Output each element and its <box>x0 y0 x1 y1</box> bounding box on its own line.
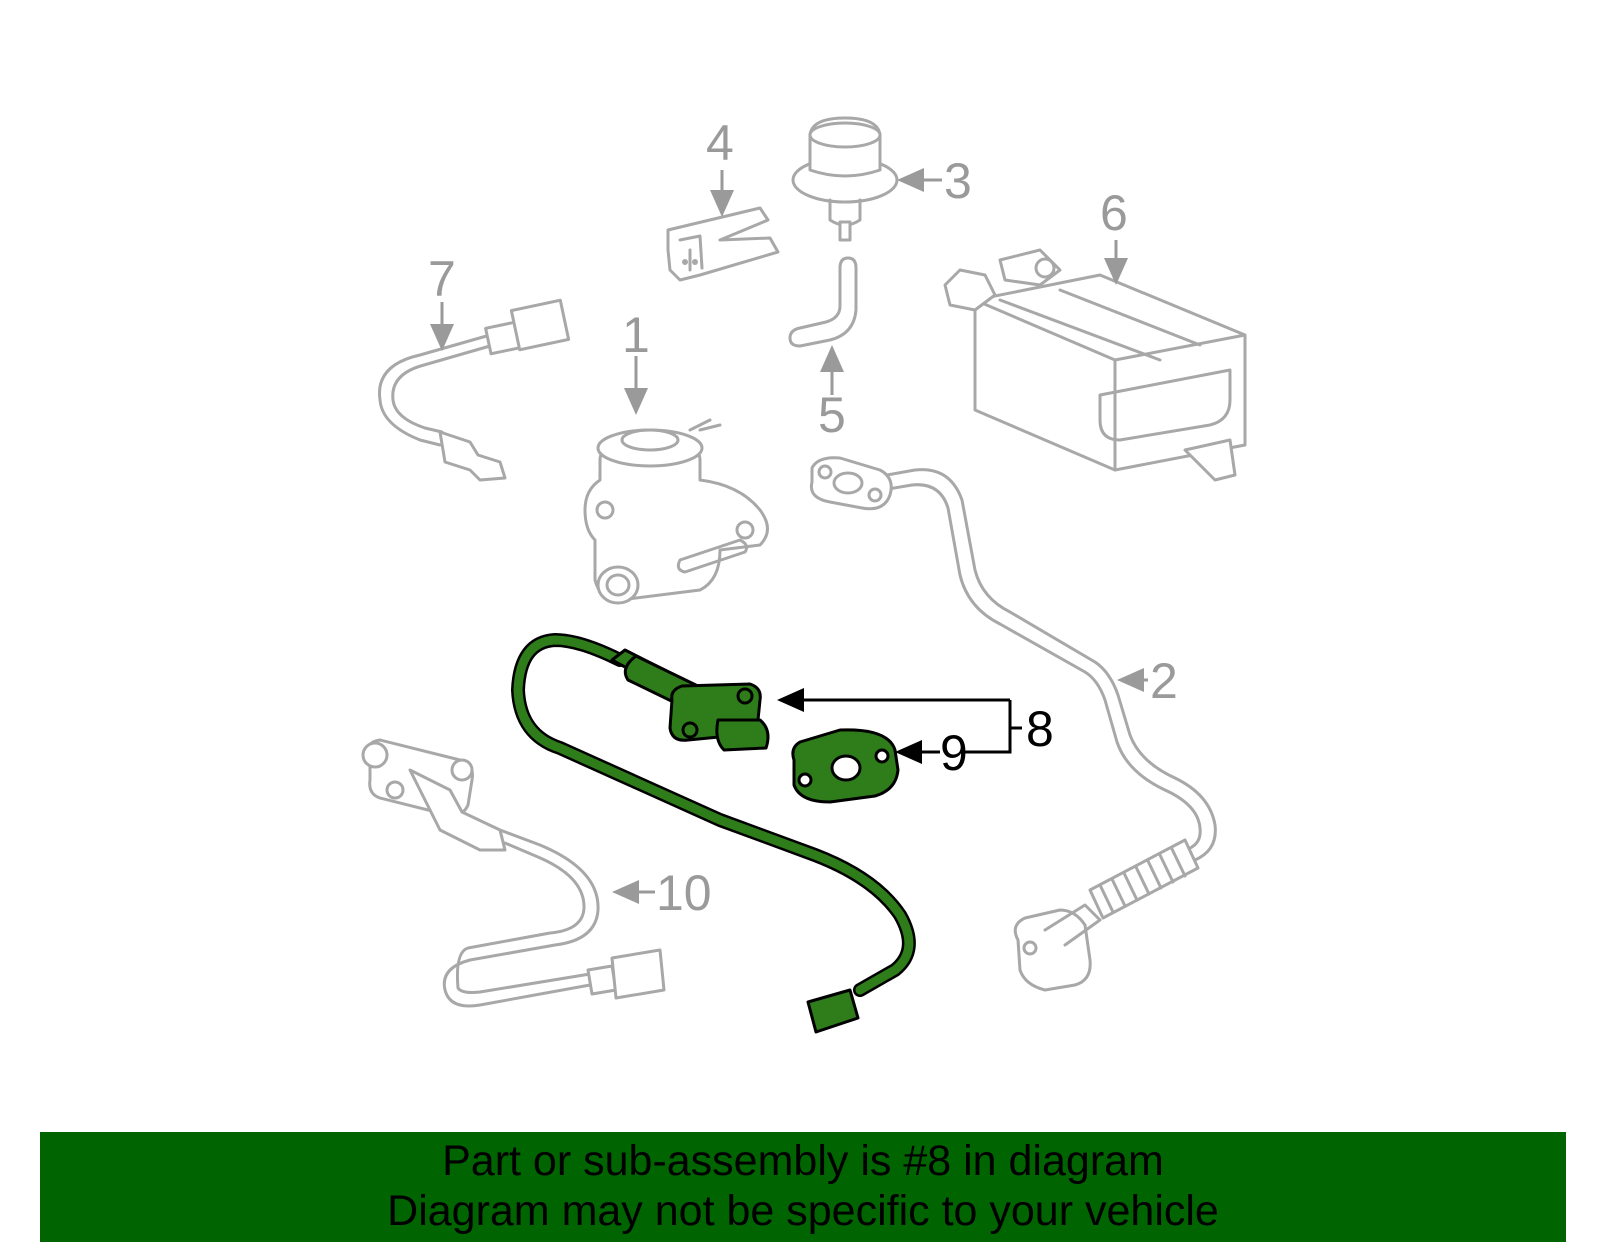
part-5-hose <box>788 256 858 348</box>
part-10-oxygen-sensor <box>361 738 666 1008</box>
parts-diagram: 1 2 3 4 5 6 7 8 9 10 <box>361 115 1247 1034</box>
part-2-bellows <box>1088 838 1200 920</box>
banner-line-1: Part or sub-assembly is #8 in diagram <box>442 1137 1164 1185</box>
info-banner: Part or sub-assembly is #8 in diagram Di… <box>40 1132 1566 1242</box>
part-7-oxygen-sensor <box>378 298 571 482</box>
callout-7: 7 <box>428 251 456 307</box>
callout-8: 8 <box>1026 701 1054 757</box>
banner-line-2: Diagram may not be specific to your vehi… <box>387 1187 1219 1235</box>
part-6-canister <box>943 248 1247 482</box>
callout-10: 10 <box>656 865 712 921</box>
callout-4: 4 <box>706 115 734 171</box>
callout-1: 1 <box>622 307 650 363</box>
callout-5: 5 <box>818 387 846 443</box>
leader-lines <box>430 168 1148 904</box>
part-3-modulator <box>791 116 899 242</box>
callout-3: 3 <box>944 153 972 209</box>
part-2-egr-pipe <box>809 456 1217 992</box>
callout-6: 6 <box>1100 185 1128 241</box>
part-4-bracket <box>666 206 780 282</box>
callout-2: 2 <box>1150 653 1178 709</box>
callout-9: 9 <box>940 725 968 781</box>
part-8-sensor-highlighted <box>511 633 916 1034</box>
part-1-egr-valve <box>583 418 769 605</box>
part-9-gasket-highlighted <box>791 728 900 804</box>
